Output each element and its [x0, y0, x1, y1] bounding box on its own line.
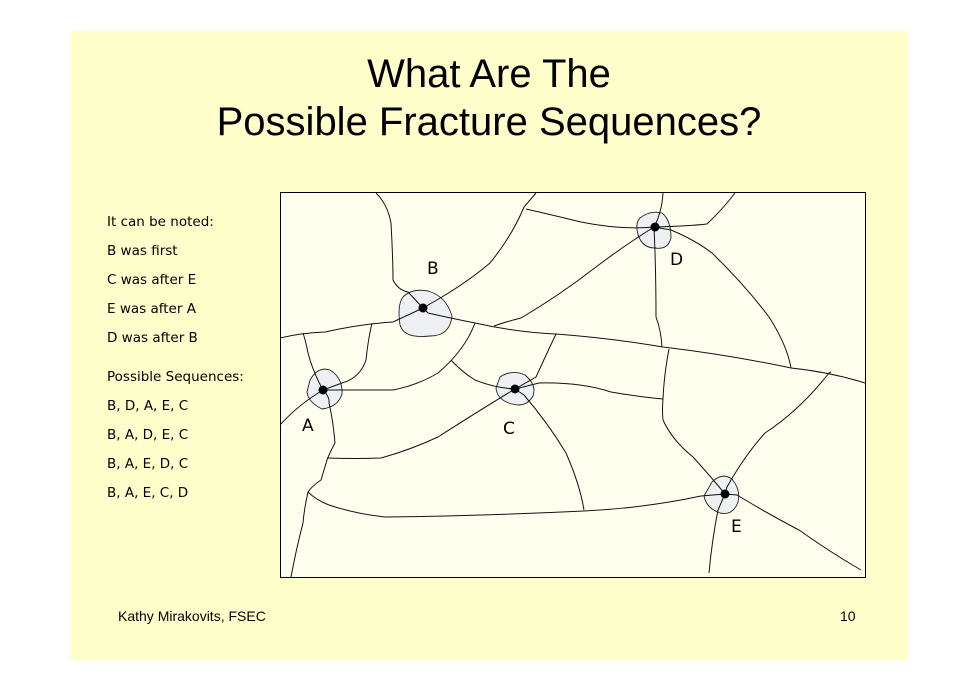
label-c: C [503, 419, 515, 439]
title-line-1: What Are The [367, 52, 611, 96]
slide-title: What Are The Possible Fracture Sequences… [70, 50, 908, 146]
diagram-frame [280, 192, 866, 578]
sequences-heading: Possible Sequences: [107, 369, 244, 385]
observation: C was after E [107, 272, 197, 288]
page-number: 10 [840, 608, 856, 624]
impact-point-a [318, 385, 328, 395]
notes-heading: It can be noted: [107, 214, 214, 230]
title-line-2: Possible Fracture Sequences? [216, 100, 762, 144]
impact-point-e [720, 489, 730, 499]
fracture-diagram: B D A C E [280, 192, 866, 578]
impact-zone-b [398, 289, 453, 337]
impact-point-d [650, 222, 660, 232]
observation: E was after A [107, 301, 196, 317]
spacer [107, 353, 244, 363]
footer-author: Kathy Mirakovits, FSEC [118, 608, 266, 624]
notes-list: It can be noted: B was first C was after… [107, 208, 244, 508]
impact-points [318, 222, 730, 499]
label-a: A [302, 416, 314, 436]
impact-point-b [418, 303, 428, 313]
label-e: E [731, 517, 742, 537]
sequence: B, A, E, D, C [107, 456, 189, 472]
impact-point-c [510, 384, 520, 394]
sequence: B, A, D, E, C [107, 427, 189, 443]
fracture-lines [280, 192, 866, 578]
observation: D was after B [107, 330, 198, 346]
sequence: B, A, E, C, D [107, 485, 189, 501]
sequence: B, D, A, E, C [107, 398, 189, 414]
label-d: D [670, 250, 683, 270]
label-b: B [427, 259, 439, 279]
observation: B was first [107, 243, 178, 259]
